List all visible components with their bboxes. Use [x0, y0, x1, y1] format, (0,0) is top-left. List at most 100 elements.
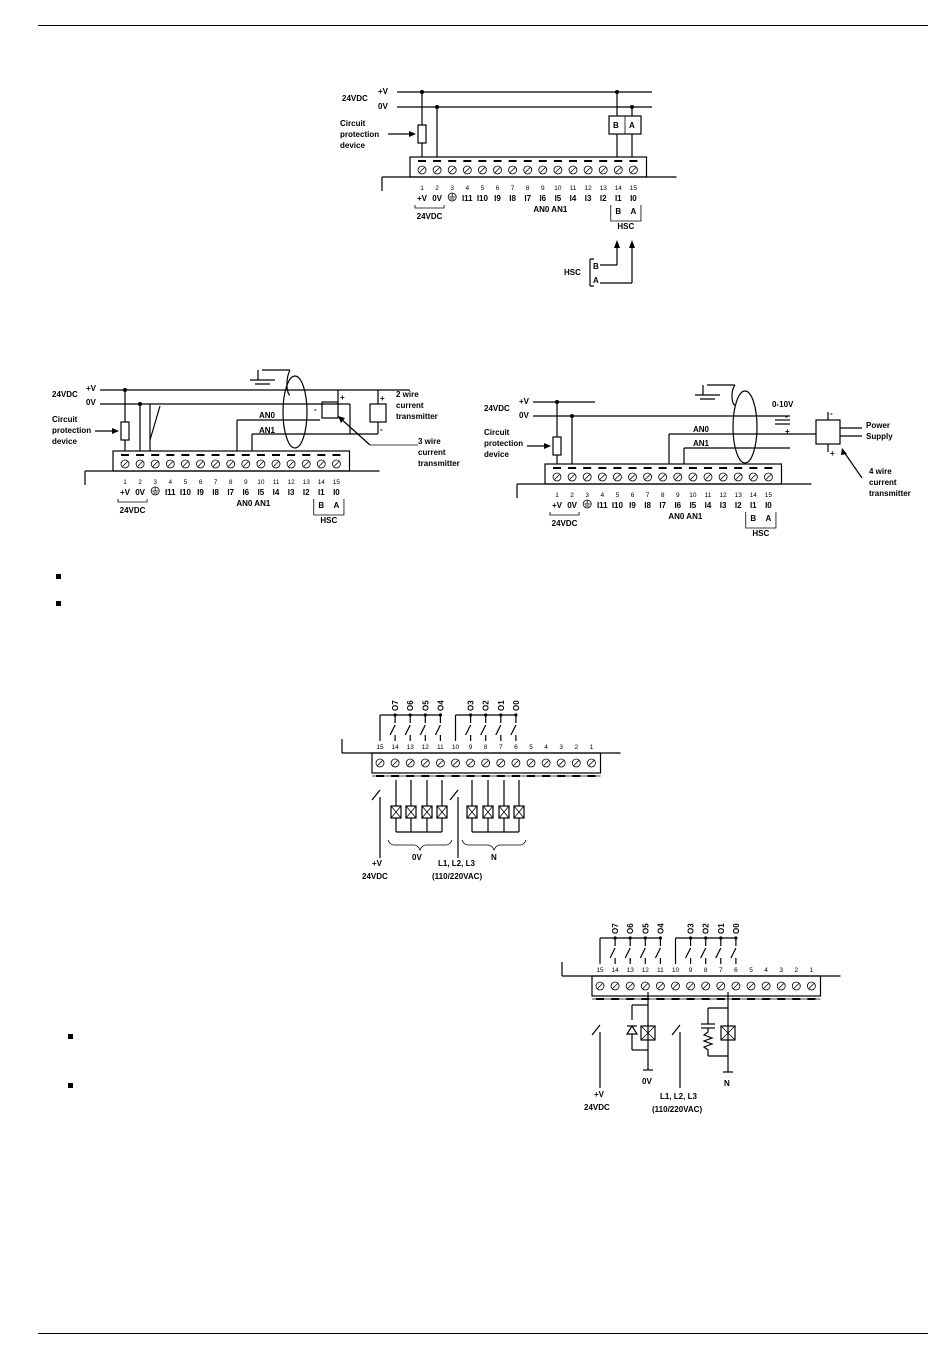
cpd-label-2: protection [52, 426, 91, 435]
vac-label: (110/220VAC) [432, 872, 482, 881]
terminal-screw-icon [568, 165, 578, 175]
terminal-screw-icon [587, 758, 596, 768]
four-wire-transmitter-wiring-diagram: +V 24VDC 0V Circuit protection device AN… [484, 384, 911, 538]
terminal-screw-icon [807, 981, 816, 991]
terminal-signal: I5 [690, 501, 697, 510]
supply-label: 24VDC [342, 94, 368, 103]
four-wire-label-3: transmitter [869, 489, 911, 498]
an1-wire-label: AN1 [693, 439, 710, 448]
terminal-number: 13 [600, 185, 608, 192]
terminal-screw-icon [629, 165, 638, 175]
terminal-screw-icon [595, 981, 605, 991]
terminal-number: 13 [735, 492, 743, 499]
terminal-screw-icon [331, 459, 341, 469]
analog-label: AN0 AN1 [533, 205, 567, 214]
an1-wire-label: AN1 [259, 426, 276, 435]
terminal-number: 12 [719, 492, 727, 499]
terminal-screw-icon [567, 472, 577, 482]
header-rule [38, 25, 928, 26]
plus-v-label: +V [594, 1090, 605, 1099]
terminal-signal: 0V [135, 488, 145, 497]
terminal-screw-icon [417, 165, 427, 175]
terminal-signal: I1 [318, 488, 325, 497]
terminal-number: 7 [499, 744, 503, 751]
terminal-screw-icon [553, 165, 563, 175]
terminal-number: 14 [391, 744, 399, 751]
minus-label-volt: - [785, 412, 788, 421]
hsc-label: HSC [752, 529, 769, 538]
terminal-signal: I10 [612, 501, 624, 510]
plus-label-2w: + [380, 394, 385, 403]
terminal-signal: I6 [242, 488, 249, 497]
terminal-screw-icon [541, 758, 551, 768]
terminal-screw-icon [701, 981, 711, 991]
terminal-signal: +V [417, 194, 428, 203]
terminal-screw-icon [256, 459, 266, 469]
output-label: O1 [717, 923, 726, 934]
terminal-number: 15 [376, 744, 384, 751]
terminal-signal: I4 [273, 488, 280, 497]
terminal-number: 2 [570, 492, 574, 499]
zero-v-label: 0V [642, 1077, 652, 1086]
terminal-signal: +V [120, 488, 131, 497]
terminal-number: 9 [689, 967, 693, 974]
terminal-signal: I9 [494, 194, 501, 203]
two-wire-label-3: transmitter [396, 412, 438, 421]
terminal-signal: I3 [288, 488, 295, 497]
an0-wire-label: AN0 [259, 411, 276, 420]
terminal-screw-icon [241, 459, 251, 469]
plus-v-label: +V [378, 87, 389, 96]
terminal-screw-icon [556, 758, 566, 768]
minus-label-2w: - [380, 425, 383, 434]
cpd-label-2: protection [340, 130, 379, 139]
terminal-screw-icon [508, 165, 517, 175]
cpd-label-3: device [340, 141, 365, 150]
terminal-screw-icon [301, 459, 311, 469]
supply-label: 24VDC [362, 872, 388, 881]
terminal-number: 5 [616, 492, 620, 499]
terminal-number: 11 [705, 492, 712, 499]
terminal-screw-icon [776, 981, 786, 991]
terminal-screw-icon [120, 459, 130, 469]
three-wire-transmitter-box [321, 401, 339, 419]
terminal-screw-icon [716, 981, 726, 991]
bullet-icon [56, 574, 61, 579]
four-wire-label-1: 4 wire [869, 467, 892, 476]
output-label: O0 [512, 700, 521, 711]
terminal-number: 6 [514, 744, 518, 751]
terminal-screw-icon [511, 758, 521, 768]
terminal-number: 14 [615, 185, 623, 192]
terminal-signal: I0 [333, 488, 340, 497]
terminal-signal: +V [552, 501, 563, 510]
terminal-number: 9 [541, 185, 545, 192]
lines-label: L1, L2, L3 [438, 859, 475, 868]
terminal-signal: I6 [674, 501, 681, 510]
terminal-number: 11 [437, 744, 444, 751]
terminal-number: 13 [627, 967, 635, 974]
terminal-signal: I11 [165, 488, 176, 497]
terminal-screw-icon [610, 981, 620, 991]
terminal-number: 4 [764, 967, 768, 974]
terminal-screw-icon [597, 472, 607, 482]
terminal-screw-icon [316, 459, 326, 469]
terminal-screw-icon [526, 758, 536, 768]
hsc-a-label: A [766, 514, 772, 523]
terminal-number: 3 [779, 967, 783, 974]
terminal-number: 5 [749, 967, 753, 974]
terminal-signal: I11 [462, 194, 473, 203]
sensor-a-label: A [629, 121, 635, 130]
terminal-number: 7 [214, 479, 218, 486]
terminal-screw-icon [375, 758, 385, 768]
terminal-number: 1 [123, 479, 127, 486]
hsc-label: HSC [320, 516, 337, 525]
cpd-label-3: device [52, 437, 77, 446]
terminal-screw-icon [165, 459, 175, 469]
terminal-number: 15 [596, 967, 604, 974]
terminal-signal: I2 [303, 488, 310, 497]
terminal-signal: I1 [615, 194, 622, 203]
output-label: O7 [391, 700, 400, 711]
hsc-a-label: A [631, 207, 637, 216]
terminal-number: 11 [273, 479, 280, 486]
